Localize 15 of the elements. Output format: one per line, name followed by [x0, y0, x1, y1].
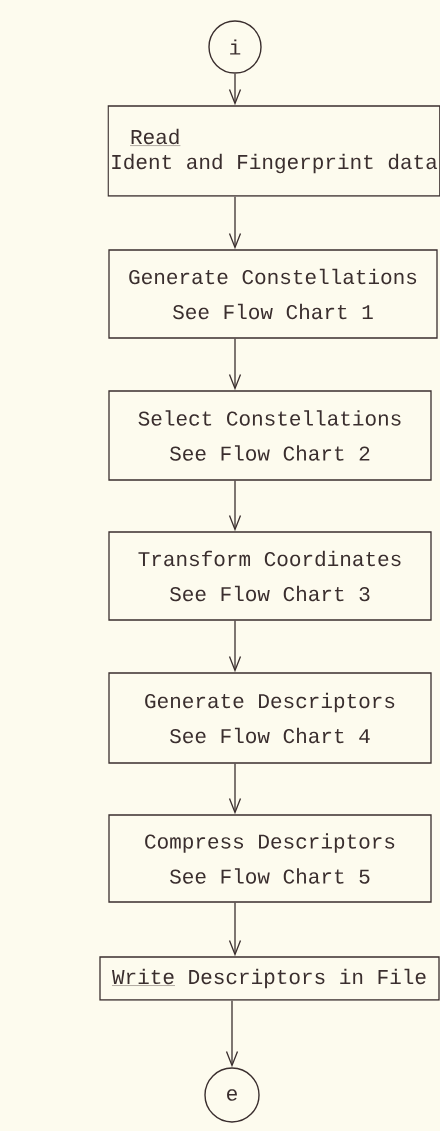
process-box: Generate Descriptors See Flow Chart 4: [108, 672, 432, 764]
process-box: Write Descriptors in File: [99, 956, 440, 1001]
arrow: [225, 1000, 239, 1068]
arrow: [228, 620, 242, 673]
process-box: Transform Coordinates See Flow Chart 3: [108, 531, 432, 621]
arrow: [228, 338, 242, 391]
arrow: [228, 763, 242, 815]
process-box: Compress Descriptors See Flow Chart 5: [108, 814, 432, 903]
process-box: Generate Constellations See Flow Chart 1: [108, 249, 438, 339]
process-box: Read Ident and Fingerprint data: [107, 105, 440, 197]
arrow: [228, 196, 242, 250]
process-box: Select Constellations See Flow Chart 2: [108, 390, 432, 481]
arrow: [228, 902, 242, 957]
arrow: [228, 73, 242, 106]
arrow: [228, 480, 242, 532]
